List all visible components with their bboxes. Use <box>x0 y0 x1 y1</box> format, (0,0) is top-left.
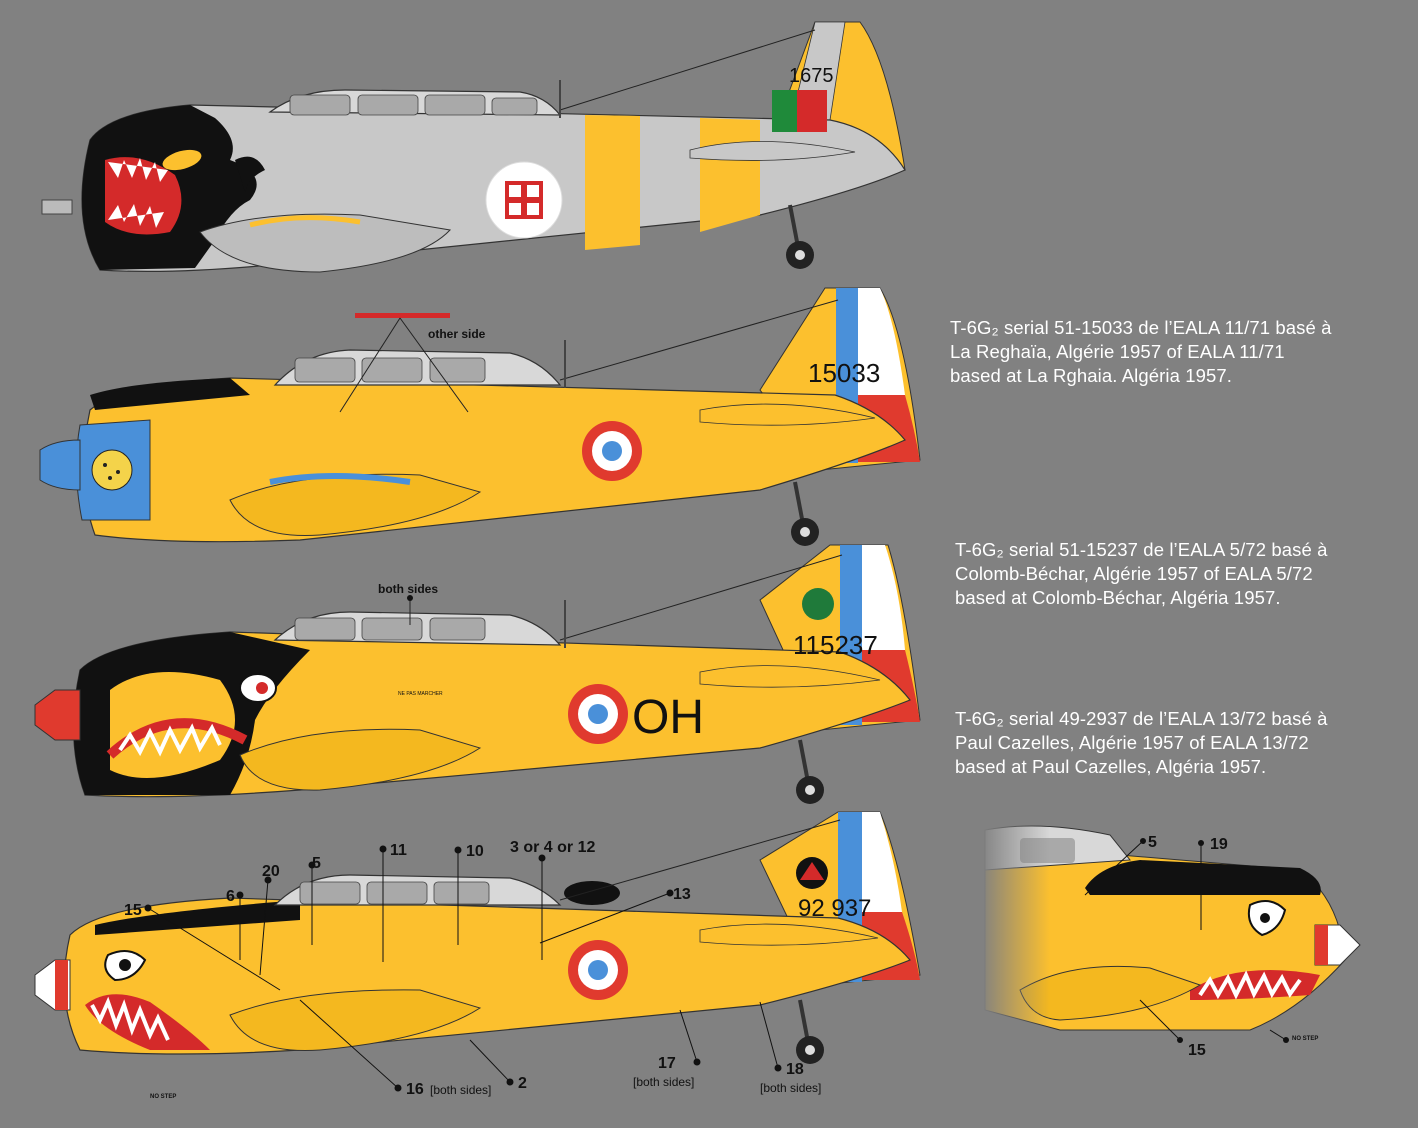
caption-line: T-6G₂ serial 49-2937 de l’EALA 13/72 bas… <box>955 708 1328 729</box>
detail-callout-15: 15 <box>1188 1042 1206 1059</box>
caption-line: based at Colomb-Béchar, Algéria 1957. <box>955 587 1281 608</box>
detail-callout-5: 5 <box>1148 834 1157 851</box>
caption-15033: T-6G₂ serial 51-15033 de l’EALA 11/71 ba… <box>950 316 1331 388</box>
aircraft-portuguese: 1675 <box>41 21 906 273</box>
callout-2: 2 <box>518 1075 527 1092</box>
detail-no-step: NO STEP <box>1292 1036 1318 1042</box>
tail-code-1: 1675 <box>789 65 834 87</box>
french-roundel-3 <box>568 684 628 744</box>
tail-code-3: 115237 <box>793 630 878 660</box>
other-side-label: other side <box>428 327 486 341</box>
detail-right-side-nose <box>980 820 1361 1043</box>
callout-10: 10 <box>466 843 484 860</box>
callout-6: 6 <box>226 888 235 905</box>
detail-callout-19: 19 <box>1210 836 1228 853</box>
tail-code-2: 15033 <box>808 358 880 388</box>
callout-17-note: [both sides] <box>633 1075 694 1089</box>
aircraft-15033: 15033 other side <box>39 287 921 548</box>
caption-line: Colomb-Béchar, Algérie 1957 of EALA 5/72 <box>955 563 1313 584</box>
caption-line: La Reghaïa, Algérie 1957 of EALA 11/71 <box>950 341 1285 362</box>
french-roundel-2 <box>582 421 642 481</box>
callout-11: 11 <box>390 842 407 859</box>
callout-20: 20 <box>262 863 280 880</box>
callout-18: 18 <box>786 1061 804 1078</box>
french-roundel-4 <box>568 940 628 1000</box>
fuselage-code-3: OH <box>632 691 704 744</box>
no-step-label: NO STEP <box>150 1094 176 1100</box>
caption-line: T-6G₂ serial 51-15033 de l’EALA 11/71 ba… <box>950 317 1332 338</box>
callout-16: 16 <box>406 1081 424 1098</box>
caption-line: based at La Rghaia. Algéria 1957. <box>950 365 1233 386</box>
callout-5: 5 <box>312 855 321 872</box>
caption-15237: T-6G₂ serial 51-15237 de l’EALA 5/72 bas… <box>955 538 1327 610</box>
caption-line: based at Paul Cazelles, Algéria 1957. <box>955 756 1267 777</box>
callout-15: 15 <box>124 902 142 919</box>
portuguese-roundel <box>485 161 563 239</box>
callout-13: 13 <box>673 886 691 903</box>
aircraft-92937: 92 937 11 10 3 or 4 or 12 13 5 20 6 15 1… <box>34 811 921 1100</box>
callout-3-4-12: 3 or 4 or 12 <box>510 839 595 856</box>
callout-17: 17 <box>658 1055 676 1072</box>
aircraft-115237: OH 115237 both sides NE PAS MARCHER <box>34 544 921 806</box>
callout-16-note: [both sides] <box>430 1083 491 1097</box>
callout-18-note: [both sides] <box>760 1081 821 1095</box>
other-side-bar <box>355 313 450 318</box>
callouts <box>144 845 782 1092</box>
squadron-badge <box>802 588 834 620</box>
stencil-label: NE PAS MARCHER <box>398 691 443 697</box>
caption-line: Paul Cazelles, Algérie 1957 of EALA 13/7… <box>955 732 1309 753</box>
caption-line: T-6G₂ serial 51-15237 de l’EALA 5/72 bas… <box>955 539 1328 560</box>
caption-2937: T-6G₂ serial 49-2937 de l’EALA 13/72 bas… <box>955 707 1327 779</box>
both-sides-label: both sides <box>378 582 438 596</box>
tail-code-4: 92 937 <box>798 895 871 922</box>
